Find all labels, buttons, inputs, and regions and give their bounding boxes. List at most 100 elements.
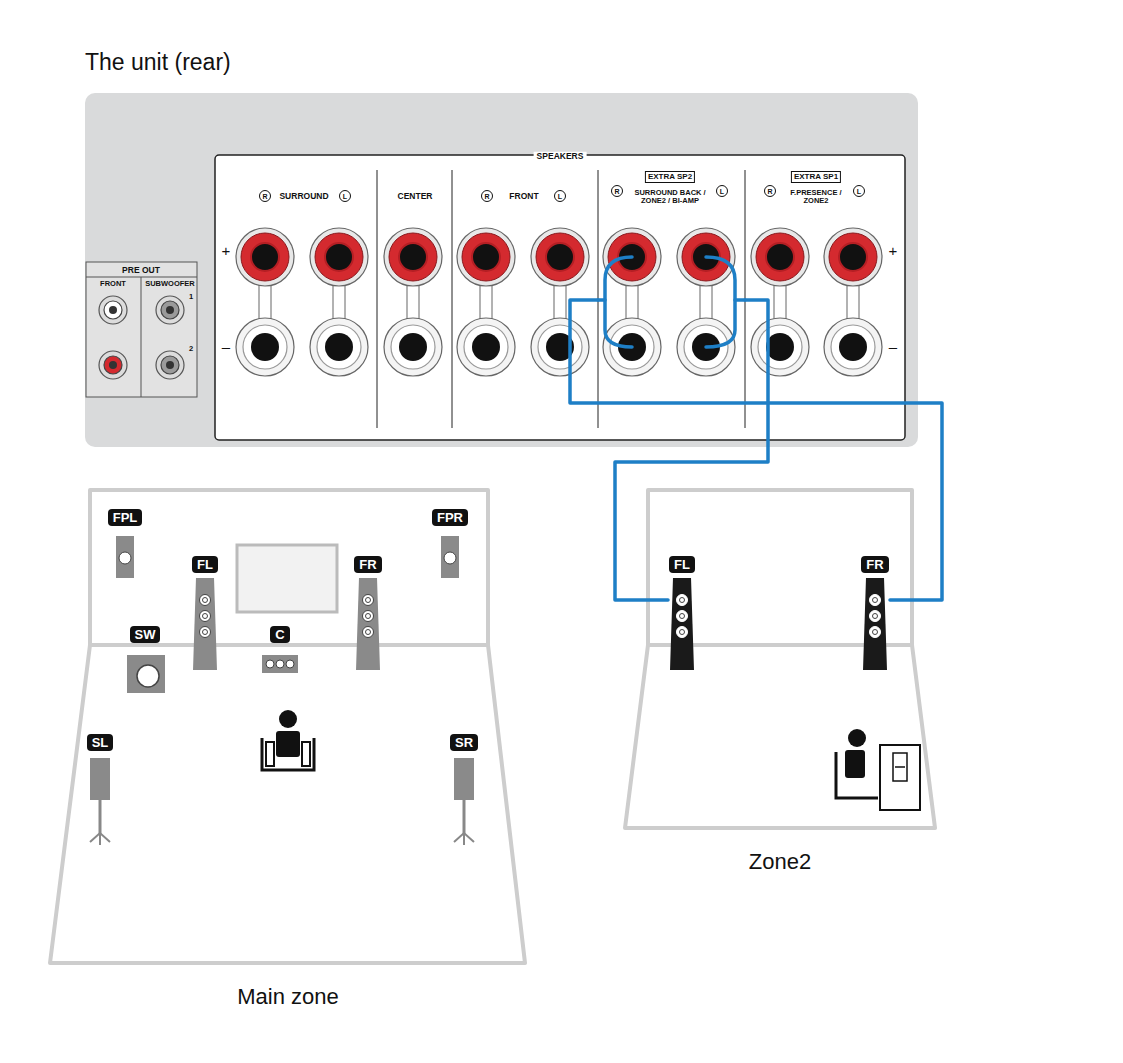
channel-side: R xyxy=(611,185,623,197)
speaker-label: FL xyxy=(669,556,695,573)
speaker-driver-cone xyxy=(873,630,878,635)
speaker-tag: FPL xyxy=(107,509,144,527)
speaker-driver-cone xyxy=(366,630,371,635)
minus-terminal-ring xyxy=(538,325,582,369)
rca-jack-pin xyxy=(166,306,174,314)
channel-label: CENTER xyxy=(398,192,433,201)
speaker-driver xyxy=(266,660,274,668)
minus-terminal-hole xyxy=(399,333,427,361)
plus-terminal xyxy=(310,228,368,286)
chair-arm xyxy=(266,742,274,766)
channel-side: L xyxy=(554,190,566,202)
cabinet-device-line xyxy=(895,766,905,768)
speaker-driver xyxy=(200,611,211,622)
column-separator xyxy=(377,170,378,428)
speaker-driver-cone xyxy=(366,598,371,603)
minus-terminal-ring xyxy=(758,325,802,369)
panel-section: EXTRA SP1F.PRESENCE / ZONE2 xyxy=(745,165,905,435)
subwoofer xyxy=(127,655,165,693)
listener-body xyxy=(276,731,300,757)
plus-terminal xyxy=(824,228,882,286)
minus-terminal-hole xyxy=(325,333,353,361)
listening-zone: Main zoneFPLFPRFLFRSWCSLSR xyxy=(50,490,525,963)
minus-terminal xyxy=(310,318,368,376)
chair xyxy=(836,752,878,798)
presence-speaker xyxy=(441,536,459,578)
speaker-driver xyxy=(870,595,881,606)
zone-caption: Zone2 xyxy=(749,851,811,873)
tower-speaker xyxy=(356,578,380,670)
rca-jack xyxy=(156,351,184,379)
listener-head xyxy=(848,729,866,747)
speaker-label: FR xyxy=(354,556,381,573)
speaker-label: SL xyxy=(87,734,114,751)
chair-arm xyxy=(302,742,310,766)
presence-speaker xyxy=(116,536,134,578)
panel-heading: The unit (rear) xyxy=(85,51,231,74)
jack-group-label: PRE OUT xyxy=(122,266,160,275)
speaker-wire xyxy=(605,257,632,347)
terminal-group-label: F.PRESENCE / ZONE2 xyxy=(786,189,846,205)
jack-number: 2 xyxy=(189,345,193,353)
zone-caption: Main zone xyxy=(237,986,339,1008)
panel-section: PRE OUTFRONTSUBWOOFER12 xyxy=(86,262,197,397)
speaker-tag: FPR xyxy=(431,509,469,527)
speaker-label: C xyxy=(270,626,289,643)
rca-jack-pin xyxy=(109,361,117,369)
speaker-tag: FR xyxy=(860,556,890,672)
room-outline xyxy=(50,490,525,963)
tower-speaker xyxy=(863,578,887,670)
speaker-label: FPL xyxy=(108,509,143,526)
rca-jack-ring xyxy=(104,356,122,374)
plus-terminal-ring xyxy=(829,233,877,281)
speaker-tag: SL xyxy=(86,734,115,752)
channel-side: L xyxy=(853,185,865,197)
listening-zone: Zone2FLFR xyxy=(625,490,935,828)
speaker-label: FR xyxy=(861,556,888,573)
speaker-driver xyxy=(119,552,131,564)
speaker-driver xyxy=(276,660,284,668)
channel-label: SURROUND xyxy=(279,192,328,201)
speaker-wire xyxy=(706,257,735,347)
listener-body xyxy=(845,750,865,778)
room-floor-line xyxy=(90,643,488,647)
speaker-tag: FL xyxy=(191,556,219,574)
plus-terminal xyxy=(751,228,809,286)
surround-speaker xyxy=(454,758,474,800)
tower-speaker xyxy=(670,578,694,670)
plus-terminal-hole xyxy=(546,243,574,271)
speaker-stand xyxy=(99,800,102,835)
minus-terminal xyxy=(531,318,589,376)
chair xyxy=(262,738,314,770)
plus-terminal-ring xyxy=(241,233,289,281)
speaker-tag: C xyxy=(269,626,291,644)
speaker-driver-cone xyxy=(680,630,685,635)
speaker-driver xyxy=(870,611,881,622)
jack-label: SUBWOOFER xyxy=(145,280,195,288)
surround-speaker xyxy=(90,758,110,800)
minus-terminal-ring xyxy=(464,325,508,369)
speaker-tag: FR xyxy=(353,556,383,574)
channel-side: L xyxy=(339,190,351,202)
cabinet xyxy=(880,745,920,810)
plus-terminal-hole xyxy=(766,243,794,271)
plus-terminal xyxy=(457,228,515,286)
terminal-group-name: EXTRA SP2 xyxy=(645,171,695,183)
cabinet-device xyxy=(893,753,907,781)
plus-terminal-ring xyxy=(462,233,510,281)
minus-terminal-hole xyxy=(766,333,794,361)
minus-terminal-ring xyxy=(831,325,875,369)
terminal-group-name: EXTRA SP1 xyxy=(791,171,841,183)
plus-terminal-ring xyxy=(536,233,584,281)
speaker-driver-cone xyxy=(873,614,878,619)
speaker-driver-cone xyxy=(203,614,208,619)
speaker-tag: FL xyxy=(668,556,696,672)
channel-side: R xyxy=(259,190,271,202)
speaker-driver-cone xyxy=(203,630,208,635)
speaker-driver xyxy=(677,611,688,622)
minus-terminal xyxy=(236,318,294,376)
pre-out-divider xyxy=(141,277,142,397)
stand-feet xyxy=(454,833,474,845)
minus-terminal-hole xyxy=(839,333,867,361)
speaker-driver-cone xyxy=(203,598,208,603)
